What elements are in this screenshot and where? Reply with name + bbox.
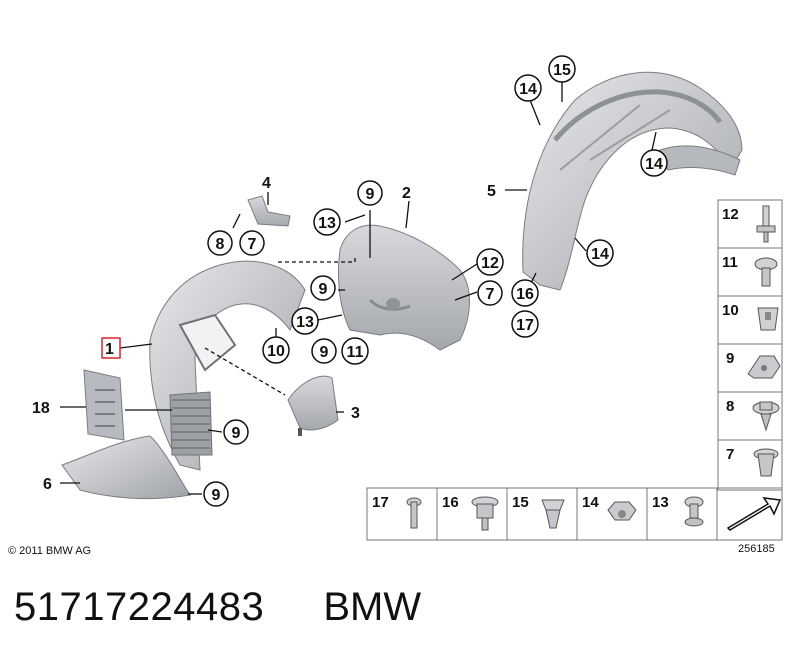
svg-text:9: 9 bbox=[366, 186, 375, 203]
fastener-12-icon bbox=[756, 205, 776, 243]
fastener-table-column: 12 11 10 9 8 7 bbox=[717, 199, 783, 491]
callout-2: 2 bbox=[402, 185, 411, 202]
parts-diagram: 1 2 3 4 5 6 18 8 7 9 13 9 13 bbox=[8, 55, 783, 557]
table-label-17: 17 bbox=[372, 494, 389, 511]
fastener-14-icon bbox=[607, 501, 637, 521]
table-label-8: 8 bbox=[726, 398, 734, 415]
table-label-13: 13 bbox=[652, 494, 669, 511]
svg-text:14: 14 bbox=[645, 156, 663, 173]
circle-callout-14b: 14 bbox=[640, 149, 668, 177]
svg-text:9: 9 bbox=[320, 344, 329, 361]
circle-callout-17: 17 bbox=[511, 310, 539, 338]
svg-text:14: 14 bbox=[591, 246, 609, 263]
fastener-7-icon bbox=[753, 448, 779, 477]
table-label-12: 12 bbox=[722, 206, 739, 223]
svg-text:16: 16 bbox=[516, 286, 534, 303]
svg-text:7: 7 bbox=[248, 236, 257, 253]
circle-callout-7b: 7 bbox=[477, 280, 503, 306]
circle-callout-9d: 9 bbox=[223, 419, 249, 445]
circle-callout-12: 12 bbox=[476, 248, 504, 276]
part-3-cover bbox=[287, 375, 339, 436]
table-label-11: 11 bbox=[722, 254, 738, 271]
figure-id: 256185 bbox=[738, 543, 775, 555]
circle-callout-11: 11 bbox=[341, 337, 369, 365]
table-label-10: 10 bbox=[722, 302, 739, 319]
copyright: © 2011 BMW AG bbox=[8, 545, 91, 557]
fastener-15-icon bbox=[541, 499, 565, 529]
fastener-9-icon bbox=[747, 355, 781, 379]
callout-1: 1 bbox=[105, 341, 114, 358]
callouts: 1 2 3 4 5 6 18 8 7 9 13 9 13 bbox=[32, 55, 668, 507]
part-6-lower-deflector bbox=[61, 435, 191, 500]
circle-callout-14c: 14 bbox=[586, 239, 614, 267]
table-label-14: 14 bbox=[582, 494, 599, 511]
circle-callout-8: 8 bbox=[207, 230, 233, 256]
part-1-front-wheel-arch-liner bbox=[149, 260, 306, 471]
circle-callout-7a: 7 bbox=[239, 230, 265, 256]
table-label-16: 16 bbox=[442, 494, 459, 511]
svg-text:12: 12 bbox=[481, 255, 499, 272]
svg-text:9: 9 bbox=[232, 425, 241, 442]
part-18-cover-plate bbox=[83, 369, 125, 441]
svg-text:9: 9 bbox=[212, 487, 221, 504]
circle-callout-14a: 14 bbox=[514, 74, 542, 102]
circle-callout-16: 16 bbox=[511, 279, 539, 307]
svg-text:14: 14 bbox=[519, 81, 537, 98]
fastener-10-icon bbox=[757, 307, 779, 331]
svg-text:13: 13 bbox=[296, 314, 314, 331]
svg-text:8: 8 bbox=[216, 236, 225, 253]
circle-callout-13a: 13 bbox=[313, 208, 341, 236]
svg-text:13: 13 bbox=[318, 215, 336, 232]
fastener-8-icon bbox=[752, 401, 780, 432]
circle-callout-10: 10 bbox=[262, 336, 290, 364]
callout-4: 4 bbox=[262, 175, 271, 192]
footer: 51717224483 BMW bbox=[14, 585, 794, 645]
circle-callout-15: 15 bbox=[548, 55, 576, 83]
part-4-bracket bbox=[247, 195, 291, 227]
circle-callout-9e: 9 bbox=[203, 481, 229, 507]
callout-18: 18 bbox=[32, 400, 50, 417]
fastener-11-icon bbox=[754, 257, 778, 287]
part-5-wheel-arch-liner bbox=[522, 71, 743, 291]
highlight-box bbox=[101, 337, 121, 359]
circle-callout-9a: 9 bbox=[357, 180, 383, 206]
table-label-7: 7 bbox=[726, 446, 734, 463]
svg-text:17: 17 bbox=[516, 317, 534, 334]
fastener-17-icon bbox=[406, 497, 422, 529]
fastener-table-row: 17 16 15 14 13 bbox=[366, 487, 783, 541]
table-label-15: 15 bbox=[512, 494, 529, 511]
callout-3: 3 bbox=[351, 405, 360, 422]
part-2-front-liner bbox=[338, 224, 470, 351]
svg-text:7: 7 bbox=[486, 286, 495, 303]
svg-text:11: 11 bbox=[347, 344, 364, 361]
callout-6: 6 bbox=[43, 476, 52, 493]
circle-callout-13b: 13 bbox=[291, 307, 319, 335]
svg-text:15: 15 bbox=[553, 62, 571, 79]
part-number: 51717224483 bbox=[14, 585, 265, 629]
table-label-9: 9 bbox=[726, 350, 734, 367]
leader-lines bbox=[60, 82, 657, 495]
fastener-13-icon bbox=[684, 496, 704, 527]
svg-text:9: 9 bbox=[319, 281, 328, 298]
arrow-icon bbox=[726, 497, 782, 531]
brand-name: BMW bbox=[323, 585, 422, 629]
circle-callout-9b: 9 bbox=[310, 275, 336, 301]
fastener-16-icon bbox=[471, 496, 499, 531]
callout-5: 5 bbox=[487, 183, 496, 200]
circle-callout-9c: 9 bbox=[311, 338, 337, 364]
svg-text:10: 10 bbox=[267, 343, 285, 360]
